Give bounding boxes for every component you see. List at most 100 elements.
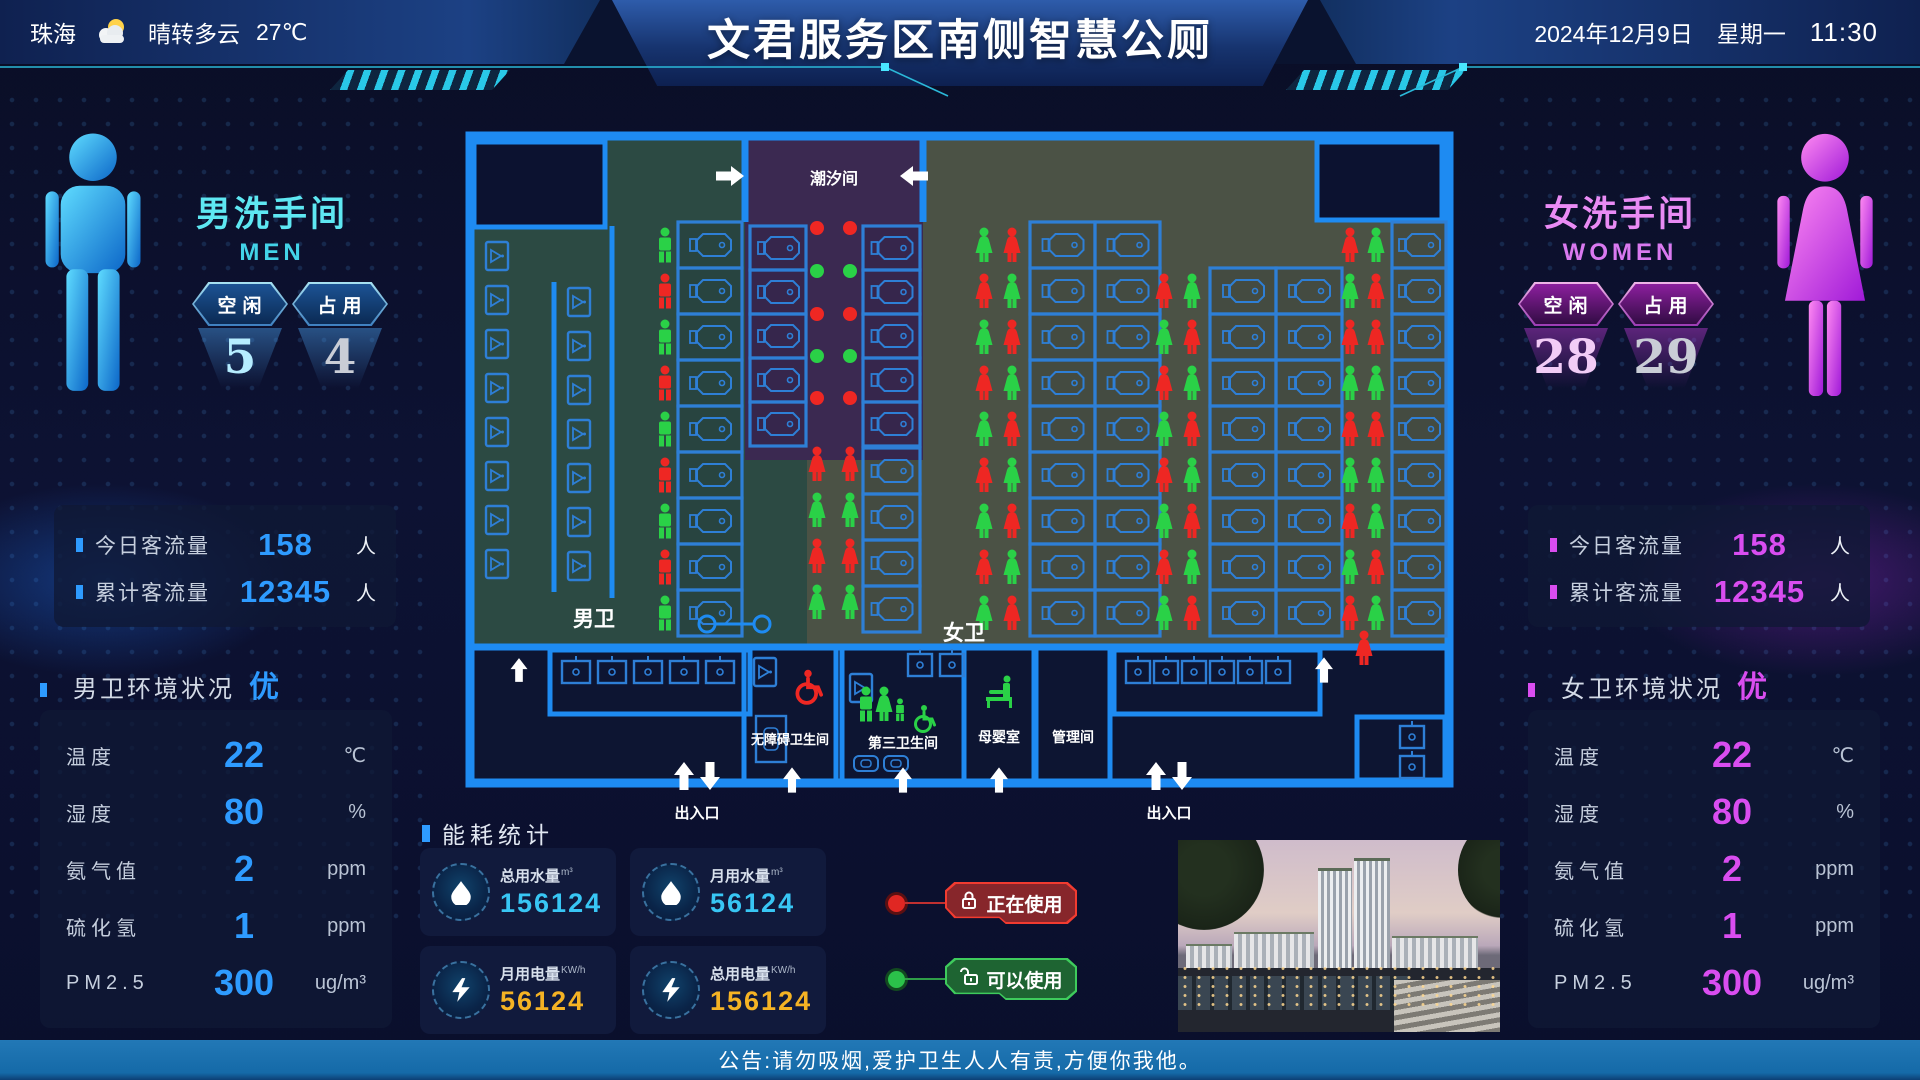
male-person-icon-busy — [659, 457, 671, 493]
title-banner: 文君服务区南侧智慧公厕 — [612, 0, 1308, 86]
female-env-title: 女卫环境状况 — [1561, 676, 1723, 703]
energy-label: 月用水量m³ — [710, 867, 783, 885]
male-person-icon-free — [659, 503, 671, 539]
stall — [748, 400, 808, 448]
toilet-icon — [870, 280, 914, 304]
datetime-cluster: 2024年12月9日 星期一 11:30 — [1534, 0, 1878, 64]
toilet-icon — [870, 551, 914, 575]
temperature-label: 27℃ — [256, 18, 308, 45]
female-total-flow-row: 累计客流量 12345 人 — [1550, 574, 1850, 610]
tidal-room-label: 潮汐间 — [810, 169, 858, 188]
toilet-icon — [754, 714, 788, 764]
stall — [1093, 542, 1162, 592]
env-value: 1 — [1721, 905, 1743, 946]
sink-icon — [1264, 656, 1292, 685]
female-person-icon-free — [975, 319, 993, 354]
env-label: 湿度 — [66, 803, 116, 826]
wall — [471, 139, 608, 230]
nursery-room-label: 母婴室 — [978, 729, 1020, 745]
male-zone-label: 男卫 — [573, 608, 615, 631]
env-value: 80 — [1711, 791, 1753, 832]
toilet-icon — [1222, 509, 1265, 533]
toilet-icon — [1222, 279, 1265, 303]
sink-icon — [906, 649, 934, 678]
female-person-icon-free — [841, 492, 859, 527]
stall — [676, 496, 744, 546]
toilet-icon — [1398, 417, 1441, 441]
female-free-count: 28 — [1533, 330, 1599, 385]
legend-item-free[interactable]: 可以使用 — [888, 956, 1077, 1002]
legend-item-busy[interactable]: 正在使用 — [888, 880, 1077, 926]
female-person-icon-busy — [1183, 595, 1201, 630]
toilet-icon — [1288, 601, 1331, 625]
env-value: 22 — [223, 734, 265, 775]
stall — [1274, 496, 1344, 546]
stall — [1028, 542, 1097, 592]
toilet-icon — [689, 325, 732, 349]
stall — [676, 450, 744, 500]
stall — [1093, 588, 1162, 638]
female-person-icon-free — [1367, 503, 1385, 538]
tidal-status-dot — [810, 221, 824, 235]
toilet-icon — [870, 324, 914, 348]
toilet-icon — [870, 236, 914, 260]
toilet-icon — [1222, 555, 1265, 579]
stall — [1274, 404, 1344, 454]
female-env-status: 优 — [1737, 671, 1767, 704]
stall — [1208, 496, 1278, 546]
today-flow-unit: 人 — [1830, 536, 1850, 558]
stall — [1390, 588, 1448, 638]
female-person-icon-busy — [1341, 227, 1359, 262]
entrance-arrow-up — [1315, 657, 1333, 683]
female-person-icon-busy — [1367, 411, 1385, 446]
today-flow-value: 158 — [258, 526, 313, 562]
male-busy-badge: 占用 4 — [292, 282, 388, 392]
male-free-badge: 空闲 5 — [192, 282, 288, 392]
toilet-icon — [1288, 555, 1331, 579]
wheelchair-icon — [914, 705, 936, 733]
sink-icon — [1398, 751, 1426, 780]
female-title-cn: 女洗手间 — [1543, 195, 1696, 234]
stall — [1208, 312, 1278, 362]
toilet-icon — [1222, 463, 1265, 487]
stall — [1390, 266, 1448, 316]
city-label: 珠海 — [30, 21, 76, 47]
legend-line — [905, 978, 945, 980]
env-label: 硫化氢 — [1554, 917, 1629, 940]
env-unit: ppm — [327, 914, 366, 937]
stall — [1093, 266, 1162, 316]
female-person-icon-busy — [975, 273, 993, 308]
urinal-icon — [566, 550, 592, 582]
tidal-status-dot — [843, 349, 857, 363]
entrance-arrow-down — [1172, 762, 1192, 790]
female-person-icon-free — [1183, 457, 1201, 492]
header-right-panel — [1320, 0, 1920, 64]
tidal-status-dot — [843, 221, 857, 235]
toilet-icon — [689, 463, 732, 487]
stall — [1028, 588, 1097, 638]
env-unit: % — [348, 800, 366, 823]
urinal-icon — [566, 286, 592, 318]
wall — [1033, 644, 1113, 788]
female-person-icon-busy — [1341, 411, 1359, 446]
hatch-stripes-left — [330, 70, 510, 90]
toilet-icon — [1041, 555, 1085, 579]
photo-tree — [1458, 840, 1500, 920]
female-person-icon-busy — [1183, 411, 1201, 446]
sink-icon — [704, 656, 736, 685]
entrance-arrow-right — [716, 166, 744, 186]
sink-icon — [1124, 656, 1152, 685]
toilet-icon — [1222, 601, 1265, 625]
toilet-icon — [1398, 371, 1441, 395]
toilet-icon — [1288, 417, 1331, 441]
stall — [676, 266, 744, 316]
env-value: 1 — [233, 905, 255, 946]
lightning-icon — [432, 961, 490, 1019]
stall — [1390, 312, 1448, 362]
floor-plan: 潮汐间男卫女卫无障碍卫生间第三卫生间母婴室管理间出入口出入口 — [462, 130, 1457, 830]
